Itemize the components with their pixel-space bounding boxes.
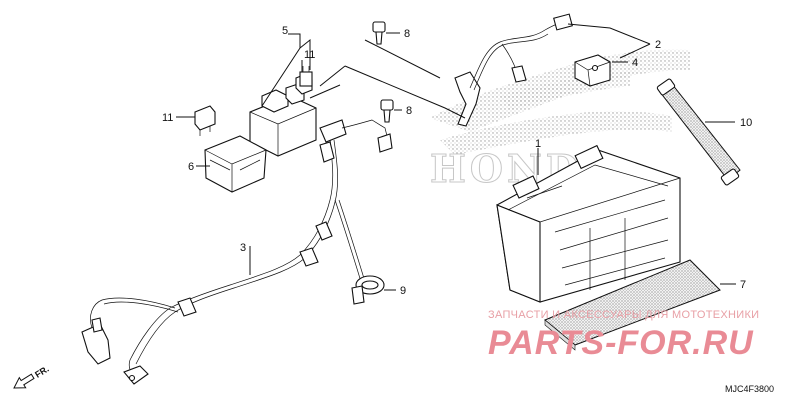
callout-3: 3 <box>240 242 246 254</box>
leader-lines <box>176 23 736 291</box>
watermark-site: PARTS-FOR.RU <box>488 324 754 362</box>
battery-wire-harness <box>81 119 393 385</box>
spare-fuse-left <box>194 105 216 136</box>
front-direction-arrow: FR. <box>13 364 51 389</box>
callout-2: 2 <box>655 39 661 51</box>
callout-9: 9 <box>400 285 406 297</box>
battery-cable <box>454 13 573 127</box>
battery-rubber-pad <box>544 259 721 351</box>
callout-4: 4 <box>632 57 638 69</box>
bolt-lower <box>380 99 394 123</box>
callout-7: 7 <box>740 279 746 291</box>
watermark-subtitle: ЗАПЧАСТИ И АКСЕССУАРЫ ДЛЯ МОТОТЕХНИКИ <box>488 309 759 321</box>
callout-6: 6 <box>188 161 194 173</box>
battery-band <box>656 78 741 186</box>
wire-band-clamp <box>351 275 385 305</box>
callout-11-upper: 11 <box>304 49 315 61</box>
callout-10: 10 <box>740 117 752 129</box>
front-direction-label: FR. <box>33 364 51 380</box>
callout-8-lower: 8 <box>406 105 412 117</box>
battery <box>496 144 681 303</box>
diagram-code: MJC4F3800 <box>725 384 774 394</box>
callout-5: 5 <box>282 25 288 37</box>
terminal-cover <box>574 54 611 87</box>
bolt-upper <box>372 21 386 45</box>
fuse-box-cover <box>204 135 267 193</box>
main-fuse-upper <box>299 66 313 87</box>
callout-8-upper: 8 <box>404 28 410 40</box>
callout-11-left: 11 <box>162 112 173 124</box>
callout-1: 1 <box>535 138 541 150</box>
